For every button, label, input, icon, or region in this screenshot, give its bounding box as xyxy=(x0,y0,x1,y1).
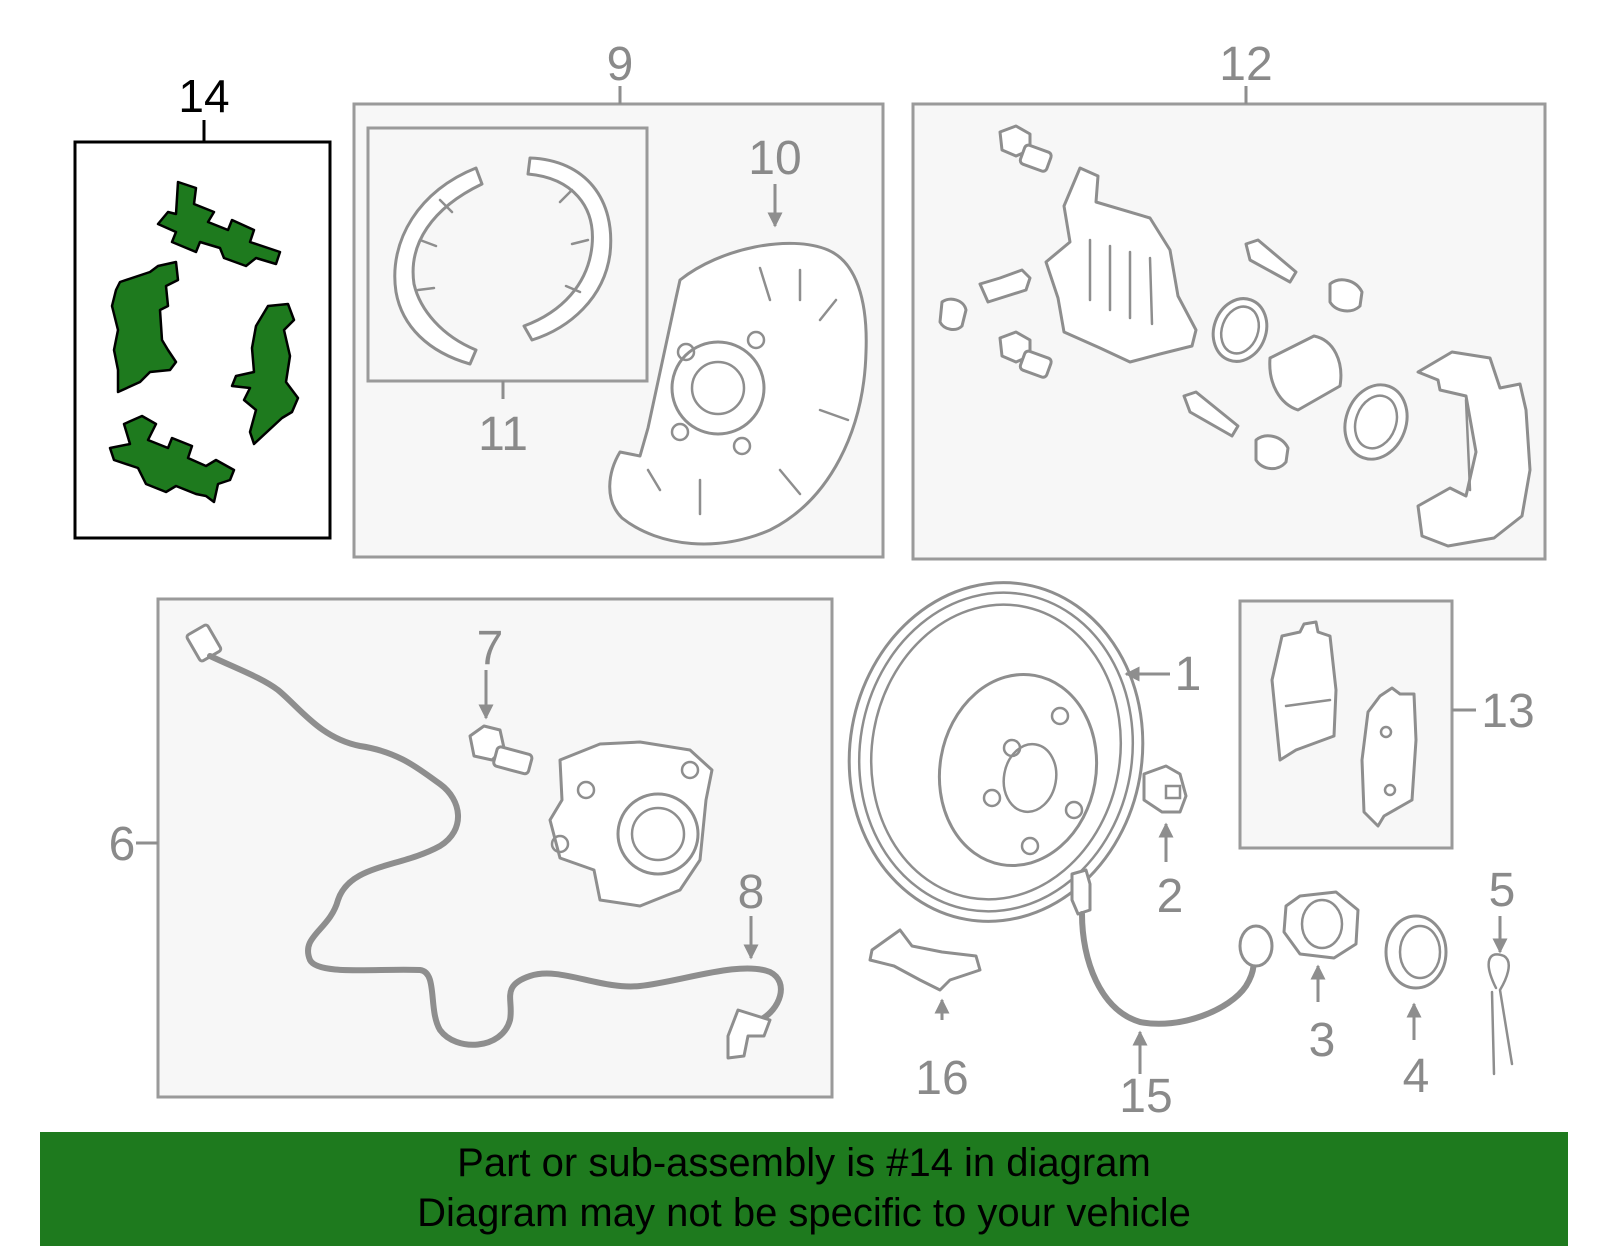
callout-5: 5 xyxy=(1489,864,1516,917)
callout-13: 13 xyxy=(1481,685,1534,738)
part-3-hub-nut[interactable]: 3 xyxy=(1282,890,1360,1067)
callout-9: 9 xyxy=(607,38,634,91)
callout-1: 1 xyxy=(1175,648,1202,701)
callout-10: 10 xyxy=(748,132,801,185)
part-12-caliper[interactable] xyxy=(938,124,1532,548)
bolt xyxy=(998,124,1053,173)
part-5-cotter-pin[interactable]: 5 xyxy=(1487,864,1516,1076)
part-6-hub-bearing[interactable] xyxy=(548,740,714,908)
pad-clip-bottom xyxy=(108,414,236,504)
info-banner: Part or sub-assembly is #14 in diagram D… xyxy=(40,1132,1568,1246)
group-6-box: 6 xyxy=(109,597,834,1099)
part-1-brake-rotor[interactable]: 1 xyxy=(823,559,1202,945)
part-6-abs-sensor-wire[interactable] xyxy=(185,623,784,1060)
pad-clip-top xyxy=(156,180,282,268)
callout-16: 16 xyxy=(915,1052,968,1105)
callout-14: 14 xyxy=(178,70,229,122)
group-12-box: 12 xyxy=(911,38,1547,561)
part-15-brake-hose[interactable]: 15 xyxy=(1070,868,1274,1123)
part-4-seal[interactable]: 4 xyxy=(1384,914,1448,1103)
callout-12: 12 xyxy=(1219,38,1272,91)
group-14-hardware-kit[interactable]: 14 xyxy=(73,70,332,540)
banner-line-1: Part or sub-assembly is #14 in diagram xyxy=(457,1141,1151,1185)
callout-4: 4 xyxy=(1403,1050,1430,1103)
callout-8: 8 xyxy=(738,866,765,919)
part-2-cap[interactable]: 2 xyxy=(1142,764,1188,923)
part-13-brake-pads[interactable] xyxy=(1270,620,1418,828)
callout-2: 2 xyxy=(1157,870,1184,923)
bolt xyxy=(998,330,1053,379)
callout-3: 3 xyxy=(1309,1014,1336,1067)
banner-line-2: Diagram may not be specific to your vehi… xyxy=(417,1191,1191,1235)
callout-15: 15 xyxy=(1119,1070,1172,1123)
callout-6: 6 xyxy=(109,818,136,871)
anti-rattle-clip-left xyxy=(110,260,180,394)
part-10-dust-shield[interactable]: 10 xyxy=(608,132,868,546)
callout-8-leader: 8 xyxy=(738,866,765,960)
anti-rattle-clip-right xyxy=(230,302,300,446)
callout-11: 11 xyxy=(478,408,528,461)
part-16-clip[interactable]: 16 xyxy=(868,928,982,1105)
part-7-hub-bolt[interactable]: 7 xyxy=(468,622,534,776)
callout-7: 7 xyxy=(477,622,504,675)
part-11-brake-shoes[interactable] xyxy=(393,156,613,366)
